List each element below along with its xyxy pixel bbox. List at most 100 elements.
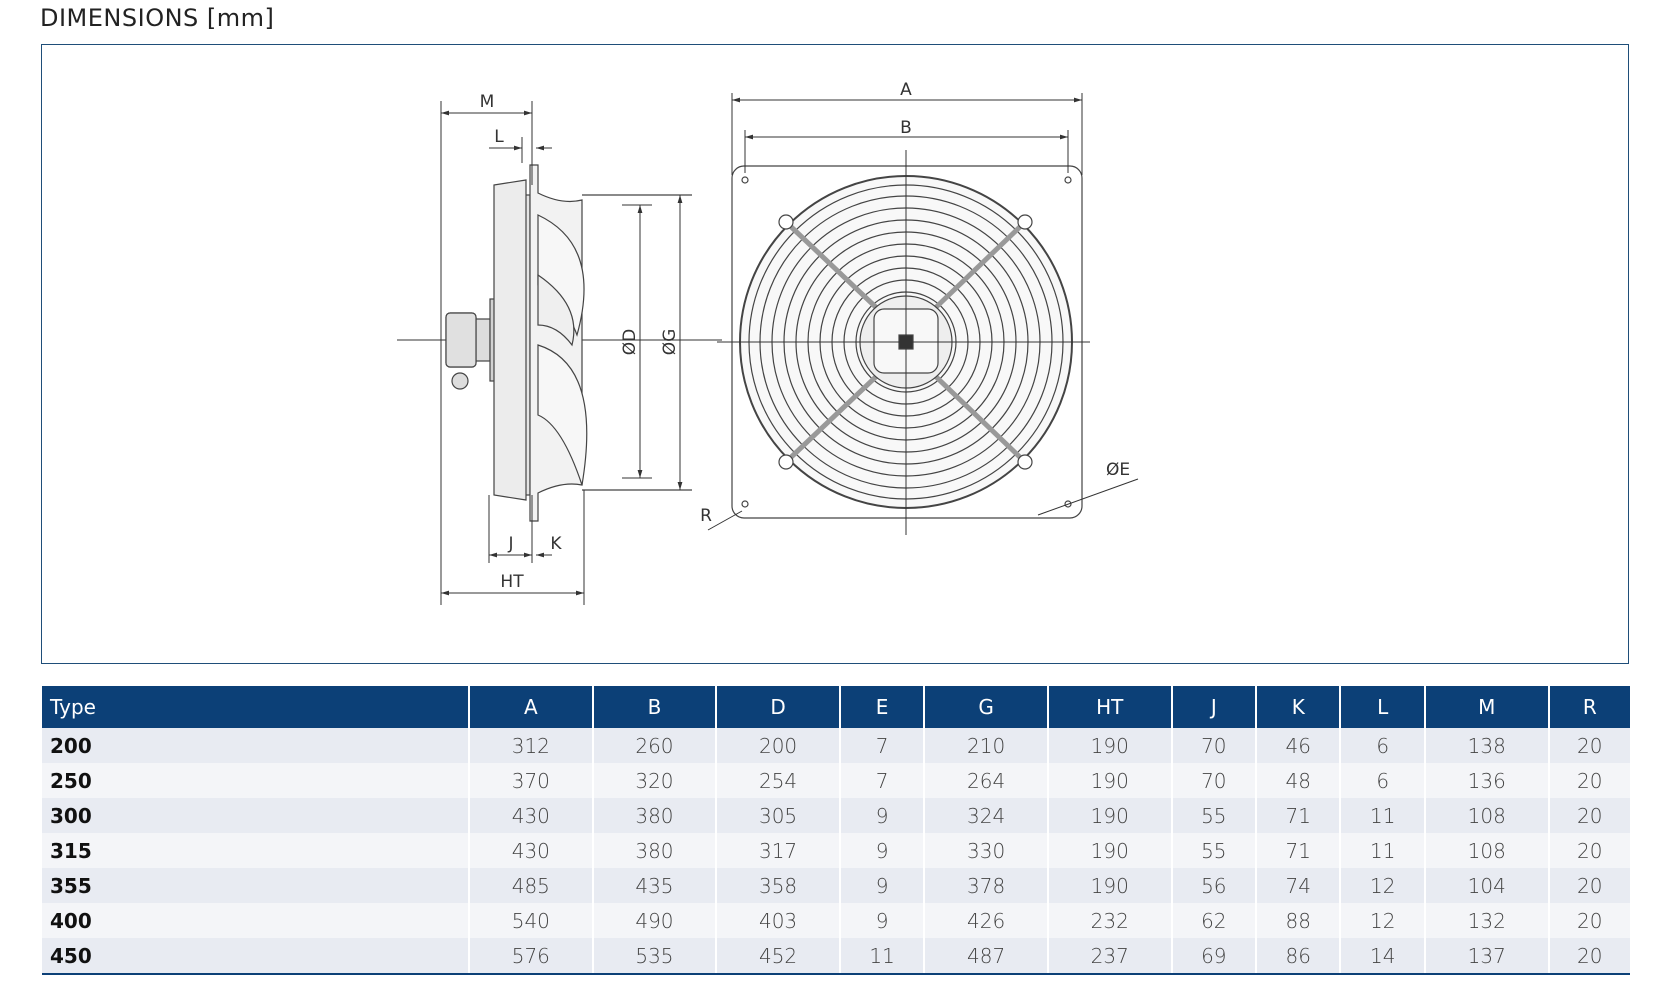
value-cell: 358 (716, 868, 841, 903)
fan-side-view (397, 164, 722, 522)
type-cell: 355 (42, 868, 470, 903)
header-g: G (924, 686, 1049, 728)
value-cell: 403 (716, 903, 841, 938)
value-cell: 14 (1340, 938, 1426, 975)
label-g: ØG (660, 329, 680, 356)
value-cell: 12 (1340, 868, 1426, 903)
value-cell: 9 (839, 798, 926, 833)
value-cell: 86 (1256, 938, 1342, 975)
value-cell: 11 (839, 938, 926, 975)
type-cell: 400 (42, 903, 470, 938)
table-header-row: Type A B D E G HT J K L M R (42, 686, 1630, 728)
value-cell: 138 (1424, 728, 1550, 763)
value-cell: 210 (924, 728, 1049, 763)
label-k: K (550, 534, 562, 554)
value-cell: 69 (1171, 938, 1258, 975)
value-cell: 9 (839, 903, 926, 938)
value-cell: 20 (1548, 798, 1630, 833)
value-cell: 70 (1171, 763, 1258, 798)
front-center-lines (707, 93, 1139, 535)
label-r: R (700, 506, 712, 526)
header-b: B (592, 686, 718, 728)
value-cell: 320 (592, 763, 718, 798)
type-cell: 315 (42, 833, 470, 868)
value-cell: 20 (1548, 868, 1630, 903)
value-cell: 380 (592, 798, 718, 833)
value-cell: 378 (924, 868, 1049, 903)
value-cell: 237 (1047, 938, 1173, 975)
value-cell: 190 (1047, 868, 1173, 903)
value-cell: 7 (839, 763, 926, 798)
label-a: A (900, 80, 912, 100)
value-cell: 312 (469, 728, 594, 763)
value-cell: 46 (1256, 728, 1342, 763)
value-cell: 11 (1340, 798, 1426, 833)
label-l: L (494, 127, 504, 147)
value-cell: 9 (839, 833, 926, 868)
value-cell: 108 (1424, 798, 1550, 833)
value-cell: 324 (924, 798, 1049, 833)
value-cell: 137 (1424, 938, 1550, 975)
value-cell: 7 (839, 728, 926, 763)
side-dimension-lines (440, 101, 683, 605)
value-cell: 317 (716, 833, 841, 868)
value-cell: 71 (1256, 798, 1342, 833)
value-cell: 55 (1171, 833, 1258, 868)
label-b: B (900, 118, 912, 138)
header-m: M (1424, 686, 1550, 728)
value-cell: 70 (1171, 728, 1258, 763)
header-ht: HT (1047, 686, 1173, 728)
value-cell: 487 (924, 938, 1049, 975)
label-j: J (507, 534, 513, 554)
value-cell: 490 (592, 903, 718, 938)
value-cell: 264 (924, 763, 1049, 798)
header-k: K (1256, 686, 1342, 728)
value-cell: 190 (1047, 763, 1173, 798)
value-cell: 190 (1047, 833, 1173, 868)
type-cell: 200 (42, 728, 470, 763)
value-cell: 430 (469, 833, 594, 868)
value-cell: 20 (1548, 763, 1630, 798)
value-cell: 232 (1047, 903, 1173, 938)
dimension-drawing: M L J K HT ØD ØG (41, 44, 1629, 664)
label-m: M (480, 92, 495, 112)
value-cell: 370 (469, 763, 594, 798)
value-cell: 540 (469, 903, 594, 938)
value-cell: 9 (839, 868, 926, 903)
header-e: E (839, 686, 926, 728)
value-cell: 56 (1171, 868, 1258, 903)
value-cell: 136 (1424, 763, 1550, 798)
value-cell: 48 (1256, 763, 1342, 798)
value-cell: 435 (592, 868, 718, 903)
value-cell: 71 (1256, 833, 1342, 868)
header-r: R (1548, 686, 1630, 728)
value-cell: 11 (1340, 833, 1426, 868)
value-cell: 6 (1340, 728, 1426, 763)
value-cell: 20 (1548, 903, 1630, 938)
value-cell: 62 (1171, 903, 1258, 938)
type-cell: 300 (42, 798, 470, 833)
value-cell: 74 (1256, 868, 1342, 903)
type-cell: 450 (42, 938, 470, 975)
value-cell: 452 (716, 938, 841, 975)
value-cell: 330 (924, 833, 1049, 868)
value-cell: 190 (1047, 728, 1173, 763)
type-cell: 250 (42, 763, 470, 798)
value-cell: 485 (469, 868, 594, 903)
label-e: ØE (1106, 460, 1130, 480)
value-cell: 430 (469, 798, 594, 833)
header-j: J (1171, 686, 1258, 728)
label-d: ØD (620, 329, 640, 355)
header-type: Type (42, 686, 470, 728)
value-cell: 254 (716, 763, 841, 798)
header-a: A (469, 686, 594, 728)
header-l: L (1340, 686, 1426, 728)
value-cell: 305 (716, 798, 841, 833)
value-cell: 104 (1424, 868, 1550, 903)
value-cell: 535 (592, 938, 718, 975)
